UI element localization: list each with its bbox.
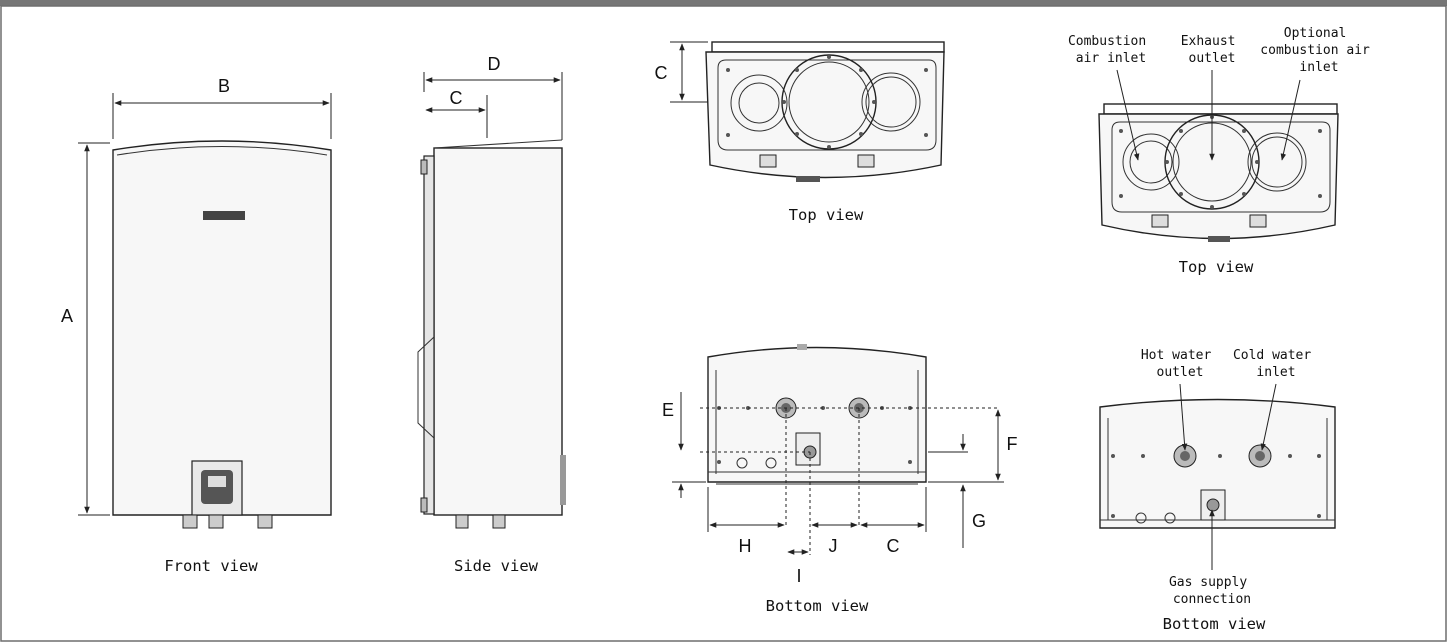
dim-label-h: H — [739, 536, 752, 556]
callout-cold-water-inlet: Cold water inlet — [1233, 348, 1319, 380]
front-housing — [112, 140, 332, 516]
bottom-conn-housing — [1099, 398, 1336, 529]
dim-label-i: I — [796, 566, 801, 586]
mounting-bracket — [423, 155, 435, 515]
callout-hot-water-outlet: Hot water outlet — [1141, 348, 1219, 380]
side-housing — [433, 147, 563, 516]
callout-exhaust-outlet: Exhaust outlet — [1181, 34, 1244, 66]
callout-combustion-air-inlet: Combustion air inlet — [1068, 34, 1154, 66]
top-view-dimensioned-caption: Top view — [789, 206, 864, 224]
bottom-housing — [707, 346, 927, 483]
front-view: B A Front view — [61, 76, 332, 575]
bottom-view-dimensioned: E F G H J C I Bottom view — [662, 344, 1018, 615]
front-view-caption: Front view — [164, 557, 258, 575]
top-bar — [0, 0, 1447, 6]
bottom-view-connections-caption: Bottom view — [1163, 615, 1266, 633]
top-view-dimensioned: C Top view — [655, 41, 945, 224]
bottom-view-dimensioned-caption: Bottom view — [766, 597, 869, 615]
top-view-ports: Combustion air inlet Exhaust outlet Opti… — [1068, 26, 1377, 276]
top-housing — [705, 51, 945, 179]
bottom-view-connections: Hot water outlet Cold water inlet Gas su… — [1099, 348, 1336, 633]
dim-label-c-bottom: C — [887, 536, 900, 556]
dim-label-b: B — [218, 76, 230, 96]
side-view-caption: Side view — [454, 557, 539, 575]
top-view-ports-caption: Top view — [1179, 258, 1254, 276]
dim-label-e: E — [662, 400, 674, 420]
dim-label-a: A — [61, 306, 73, 326]
dim-label-c-top: C — [655, 63, 668, 83]
dim-label-c-side: C — [450, 88, 463, 108]
dim-label-g: G — [972, 511, 986, 531]
dim-label-f: F — [1007, 434, 1018, 454]
dim-label-d: D — [488, 54, 501, 74]
callout-gas-supply-connection: Gas supply connection — [1169, 575, 1255, 607]
brand-logo — [203, 211, 245, 220]
side-view: D C Side view — [417, 54, 566, 575]
callout-optional-combustion-air-inlet: Optional combustion air inlet — [1260, 26, 1377, 75]
dim-label-j: J — [829, 536, 838, 556]
